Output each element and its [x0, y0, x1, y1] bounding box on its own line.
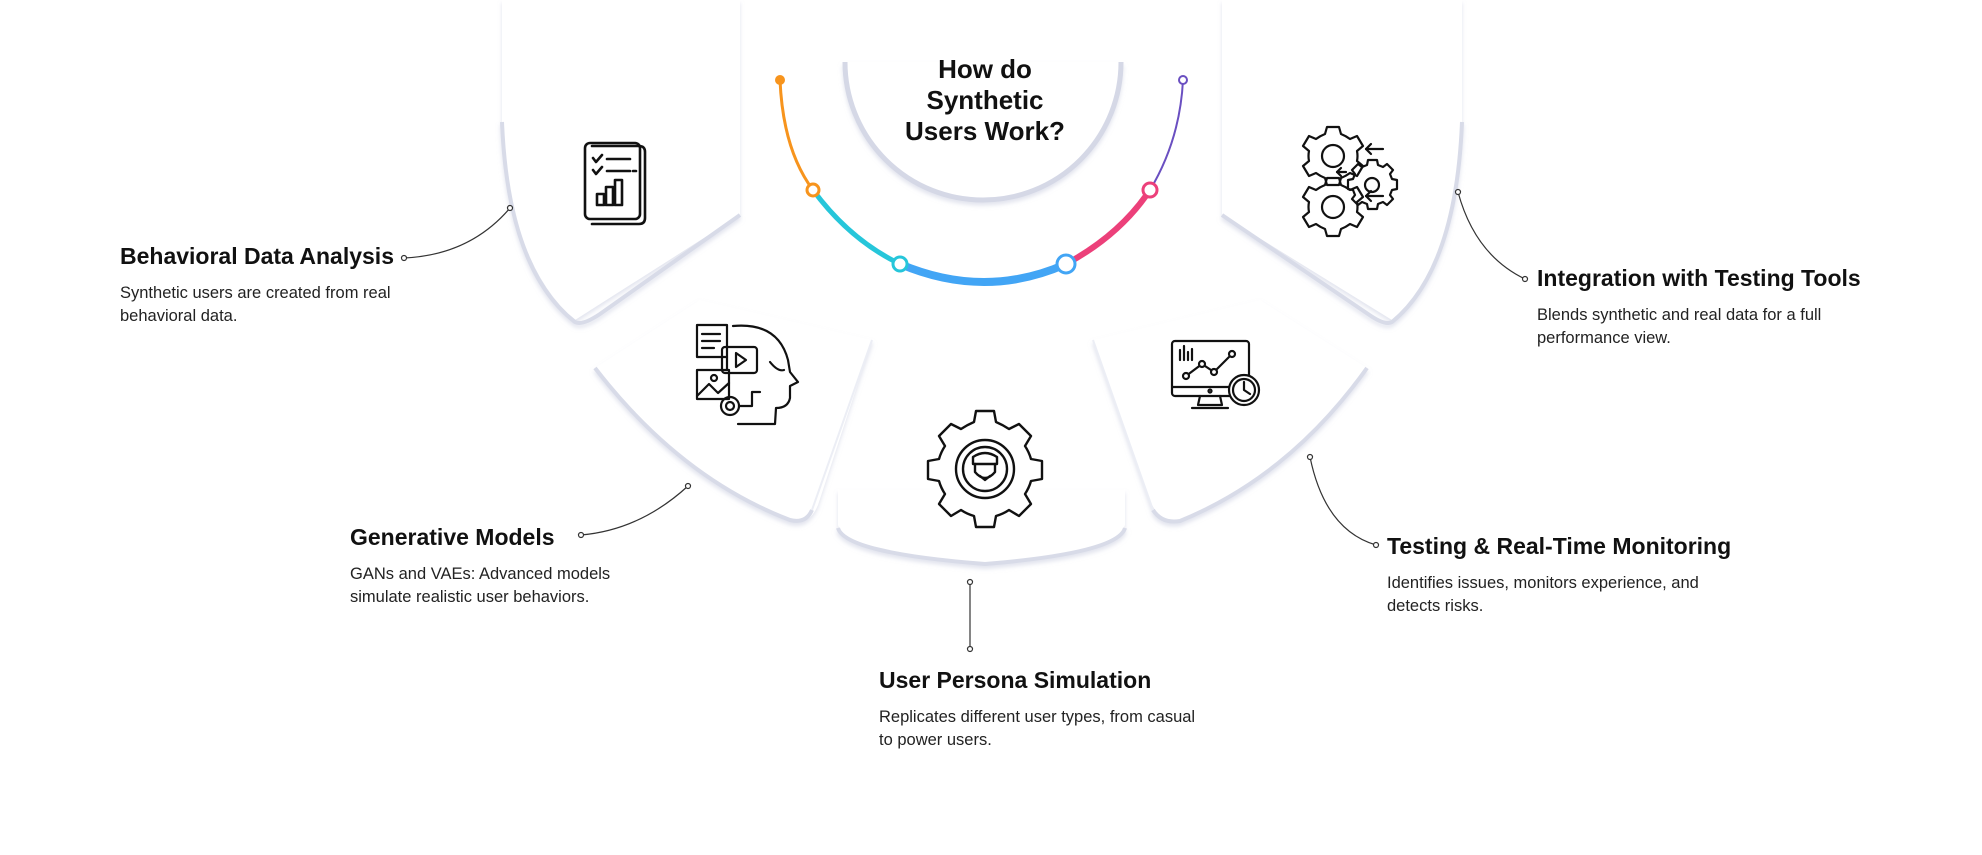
user-gear-icon	[926, 409, 1044, 529]
arc-node-orange	[805, 182, 821, 198]
step-title: Behavioral Data Analysis	[120, 243, 394, 269]
step-testing-real-time-monitoring: Testing & Real-Time Monitoring Identifie…	[1387, 532, 1747, 618]
step-title: Generative Models	[350, 524, 555, 550]
connector-generative	[580, 485, 689, 536]
monitor-analytics-clock-icon	[1170, 339, 1261, 410]
arc-segment-blue	[896, 260, 1070, 286]
step-description: Blends synthetic and real data for a ful…	[1537, 306, 1822, 347]
connectors	[403, 191, 1526, 649]
progress-arc	[778, 78, 1184, 286]
segment-testing	[1092, 300, 1369, 524]
arc-segment-purple	[1149, 79, 1184, 191]
gears-arrows-icon	[1301, 125, 1399, 238]
step-description: Identifies issues, monitors experience, …	[1387, 574, 1699, 615]
arc-node-pink	[1141, 181, 1159, 199]
step-title: Integration with Testing Tools	[1537, 265, 1861, 291]
page-title: How do Synthetic Users Work?	[905, 54, 1065, 146]
center-hub	[842, 61, 1124, 203]
step-description: Synthetic users are created from real be…	[120, 284, 391, 325]
segment-integration	[1220, 0, 1464, 325]
connector-integration	[1457, 191, 1526, 280]
arc-end-dot	[1178, 75, 1188, 85]
step-title: Testing & Real-Time Monitoring	[1387, 533, 1732, 559]
step-title: User Persona Simulation	[879, 667, 1152, 693]
step-description: GANs and VAEs: Advanced models simulate …	[350, 565, 611, 606]
ai-head-media-icon	[695, 323, 800, 426]
step-generative-models: Generative Models GANs and VAEs: Advance…	[350, 523, 650, 609]
segment-generative	[593, 300, 873, 523]
arc-segment-teal	[810, 187, 903, 267]
step-description: Replicates different user types, from ca…	[879, 708, 1196, 749]
arc-start-dot	[775, 75, 785, 85]
arc-segment-pink	[1063, 187, 1153, 267]
segment-behavioral	[500, 0, 742, 325]
arc-node-blue	[1055, 253, 1077, 275]
step-integration-with-testing-tools: Integration with Testing Tools Blends sy…	[1537, 264, 1877, 350]
report-chart-icon	[583, 141, 647, 226]
step-behavioral-data-analysis: Behavioral Data Analysis Synthetic users…	[120, 242, 440, 328]
step-user-persona-simulation: User Persona Simulation Replicates diffe…	[879, 666, 1199, 752]
connector-testing	[1309, 456, 1377, 546]
arc-node-teal	[891, 255, 909, 273]
arc-segment-orange	[778, 78, 815, 192]
connector-behavioral	[403, 207, 511, 259]
